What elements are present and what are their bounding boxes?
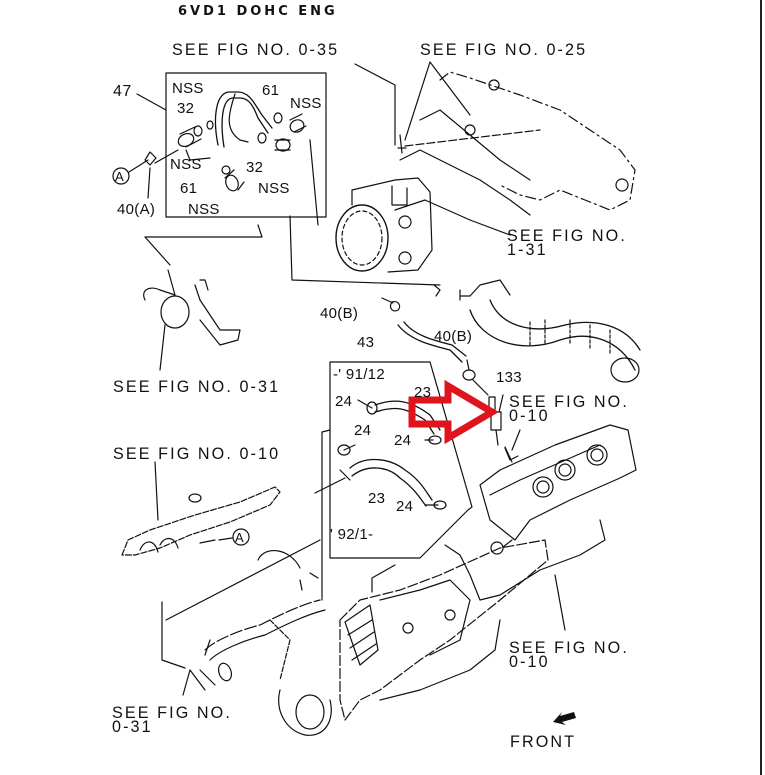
hose-kit-inset-box bbox=[136, 72, 327, 218]
ref-fig-0-31-bottom: SEE FIG NO. 0-31 bbox=[112, 703, 232, 736]
hose-43 bbox=[397, 324, 463, 363]
label-43: 43 bbox=[357, 334, 375, 351]
ref-fig-1-31-line1: SEE FIG NO. bbox=[507, 226, 627, 245]
diagram-title: 6VD1 DOHC ENG bbox=[178, 4, 338, 19]
leader-0-25 bbox=[404, 61, 471, 141]
label-24-b: 24 bbox=[354, 422, 372, 439]
marker-a-top-circle bbox=[112, 167, 130, 185]
ref-fig-0-25: SEE FIG NO. 0-25 bbox=[420, 40, 588, 59]
leader-0-10-bottom bbox=[554, 574, 566, 631]
ref-fig-0-10-bottom: SEE FIG NO. 0-10 bbox=[509, 638, 629, 671]
date-range-box bbox=[314, 361, 473, 601]
cam-cover-right bbox=[479, 424, 637, 541]
label-23-top: 23 bbox=[414, 384, 432, 401]
air-intake-duct bbox=[459, 279, 641, 383]
thermostat-housing bbox=[143, 269, 241, 346]
ref-fig-0-10-right: SEE FIG NO. 0-10 bbox=[509, 392, 629, 425]
label-nss-left: NSS bbox=[170, 156, 202, 173]
label-61-top: 61 bbox=[262, 82, 280, 99]
ref-fig-0-10-bottom-line1: SEE FIG NO. bbox=[509, 638, 629, 657]
label-range-end: ' 92/1- bbox=[330, 526, 374, 543]
label-nss-bottom: NSS bbox=[188, 201, 220, 218]
front-direction-arrow-icon bbox=[553, 712, 576, 725]
label-nss-top: NSS bbox=[172, 80, 204, 97]
leader-0-35 bbox=[354, 63, 396, 146]
label-40a: 40(A) bbox=[117, 201, 156, 218]
callout-47: 47 bbox=[113, 83, 132, 100]
page-border bbox=[760, 0, 762, 775]
label-40b-right: 40(B) bbox=[434, 328, 473, 345]
label-61-bottom: 61 bbox=[180, 180, 198, 197]
leader-hose bbox=[289, 215, 441, 286]
leader-right-hose bbox=[309, 139, 319, 226]
leader-0-31 bbox=[144, 224, 263, 238]
ref-fig-1-31: SEE FIG NO. 1-31 bbox=[507, 226, 627, 259]
ref-fig-0-10-right-line2: 0-10 bbox=[509, 406, 550, 425]
cam-cover-left bbox=[121, 461, 321, 621]
ref-fig-0-10-bottom-line2: 0-10 bbox=[509, 652, 550, 671]
ref-fig-0-31-mid: SEE FIG NO. 0-31 bbox=[113, 377, 281, 396]
marker-a-top: A bbox=[115, 169, 124, 184]
throttle-body bbox=[335, 177, 433, 273]
label-23-bottom: 23 bbox=[368, 490, 386, 507]
label-nss-right-top: NSS bbox=[290, 95, 322, 112]
intake-manifold bbox=[394, 71, 636, 236]
label-24-a: 24 bbox=[335, 393, 353, 410]
clamp-40b-right bbox=[462, 369, 476, 381]
label-32-center: 32 bbox=[246, 159, 264, 176]
leader-0-10-left bbox=[154, 461, 159, 521]
water-pipe bbox=[161, 549, 326, 696]
plug-seal bbox=[490, 541, 504, 555]
cam-cover-gasket bbox=[444, 519, 606, 601]
ref-fig-0-10-left: SEE FIG NO. 0-10 bbox=[113, 444, 281, 463]
highlight-arrow-icon bbox=[408, 379, 499, 445]
ref-fig-0-35: SEE FIG NO. 0-35 bbox=[172, 40, 340, 59]
ref-fig-1-31-line2: 1-31 bbox=[507, 240, 548, 259]
label-24-d: 24 bbox=[396, 498, 414, 515]
front-label: FRONT bbox=[510, 732, 577, 751]
clamp-40b-left bbox=[389, 301, 401, 312]
label-32-left: 32 bbox=[177, 100, 195, 117]
marker-a-bottom: A bbox=[235, 530, 244, 545]
marker-a-bottom-circle bbox=[232, 528, 250, 546]
ref-fig-0-31-bottom-line2: 0-31 bbox=[112, 717, 153, 736]
label-nss-center: NSS bbox=[258, 180, 290, 197]
label-133: 133 bbox=[496, 369, 522, 386]
label-40b-left: 40(B) bbox=[320, 305, 359, 322]
label-range-start: -' 91/12 bbox=[333, 366, 385, 383]
ref-fig-0-31-bottom-line1: SEE FIG NO. bbox=[112, 703, 232, 722]
label-24-c: 24 bbox=[394, 432, 412, 449]
engine-block bbox=[269, 539, 549, 736]
clip bbox=[433, 284, 441, 297]
ref-fig-0-10-right-line1: SEE FIG NO. bbox=[509, 392, 629, 411]
